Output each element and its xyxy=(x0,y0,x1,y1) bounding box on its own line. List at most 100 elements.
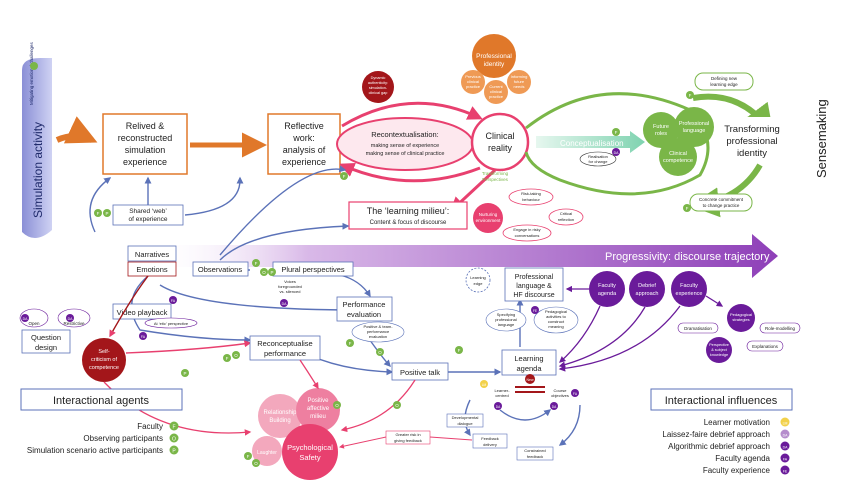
svg-text:Observing participants: Observing participants xyxy=(83,434,163,443)
svg-text:LM: LM xyxy=(482,383,487,387)
svg-text:Reconceptualise: Reconceptualise xyxy=(257,339,312,348)
svg-text:Developmental: Developmental xyxy=(452,415,479,420)
svg-text:Explanations: Explanations xyxy=(752,344,779,349)
svg-text:Observations: Observations xyxy=(198,265,242,274)
svg-text:O: O xyxy=(262,270,266,275)
svg-text:Transforming: Transforming xyxy=(724,124,780,135)
plural-perspectives-box: Plural perspectives xyxy=(272,261,354,277)
svg-text:Narratives: Narratives xyxy=(135,250,169,259)
svg-text:giving feedback: giving feedback xyxy=(394,438,422,443)
svg-text:Emotions: Emotions xyxy=(136,265,168,274)
svg-text:Role-modelling: Role-modelling xyxy=(765,326,796,331)
svg-text:Defining new: Defining new xyxy=(711,76,738,81)
svg-text:Reflective: Reflective xyxy=(284,121,324,131)
svg-text:for change: for change xyxy=(589,159,609,164)
svg-text:language: language xyxy=(498,322,515,327)
svg-text:milieu: milieu xyxy=(310,414,326,420)
svg-text:FA: FA xyxy=(171,299,176,303)
svg-text:Learning: Learning xyxy=(470,275,486,280)
svg-text:competence: competence xyxy=(663,158,693,164)
svg-text:authenticity:: authenticity: xyxy=(368,81,388,85)
svg-text:experience: experience xyxy=(282,157,326,167)
svg-text:Professional: Professional xyxy=(515,274,554,281)
svg-text:Specifying: Specifying xyxy=(497,312,515,317)
svg-text:affective: affective xyxy=(307,406,330,412)
svg-text:experience: experience xyxy=(676,291,703,297)
svg-text:foregrounded: foregrounded xyxy=(278,284,302,289)
svg-text:Pedagogical: Pedagogical xyxy=(545,309,567,314)
svg-text:Debrief: Debrief xyxy=(638,283,656,289)
narratives-box: Narratives xyxy=(127,245,177,262)
svg-text:edge: edge xyxy=(474,281,484,286)
svg-text:identity: identity xyxy=(484,61,505,68)
risk-bubbles: Risk-taking behaviour Critical reflectio… xyxy=(502,188,584,242)
svg-text:P: P xyxy=(105,211,108,216)
svg-text:Perspective: Perspective xyxy=(709,343,729,347)
svg-text:Perspectives: Perspectives xyxy=(482,177,509,182)
svg-text:Realisation: Realisation xyxy=(588,154,608,159)
svg-text:reconstructed: reconstructed xyxy=(118,133,173,143)
svg-text:behaviour: behaviour xyxy=(522,197,540,202)
svg-text:DA: DA xyxy=(614,151,620,155)
svg-text:conversations: conversations xyxy=(515,233,540,238)
progressivity-label: Progressivity: discourse trajectory xyxy=(605,251,770,263)
svg-text:agenda: agenda xyxy=(598,291,617,297)
svg-text:The ‘learning milieu’:: The ‘learning milieu’: xyxy=(367,206,450,216)
svg-text:P: P xyxy=(183,371,186,376)
svg-text:Interactional agents: Interactional agents xyxy=(53,395,150,407)
svg-text:learning edge: learning edge xyxy=(710,82,738,87)
interactional-influences-legend: Interactional influences Learner motivat… xyxy=(650,388,793,475)
svg-text:DA: DA xyxy=(552,405,557,409)
svg-text:identity: identity xyxy=(737,148,767,159)
svg-text:LM: LM xyxy=(783,422,788,426)
svg-text:O: O xyxy=(172,437,176,443)
svg-text:Future: Future xyxy=(653,124,669,130)
svg-text:FE: FE xyxy=(533,309,537,313)
pink-arc-bottom xyxy=(339,162,481,183)
green-circles: Future roles Professional language Clini… xyxy=(643,107,714,176)
conceptualisation-arrow: Conceptualisation xyxy=(536,131,645,153)
svg-text:professional: professional xyxy=(726,136,777,147)
greater-risk: Greater risk in giving feedback xyxy=(385,430,431,445)
red-arrow-emotions xyxy=(109,275,149,338)
svg-text:Feedback: Feedback xyxy=(481,436,499,441)
svg-text:experience: experience xyxy=(123,157,167,167)
svg-text:FA: FA xyxy=(573,392,578,396)
learning-agenda-box: Learning agenda xyxy=(501,349,557,376)
svg-text:DA: DA xyxy=(496,405,501,409)
svg-text:Simulation scenario active par: Simulation scenario active participants xyxy=(27,446,163,455)
svg-text:environment: environment xyxy=(476,218,502,223)
svg-text:F: F xyxy=(615,130,618,135)
svg-text:dialogue: dialogue xyxy=(457,421,473,426)
svg-text:Greater risk in: Greater risk in xyxy=(395,432,420,437)
svg-text:simulation: simulation xyxy=(125,145,166,155)
observations-box: Observations xyxy=(192,261,249,277)
svg-text:clinical gap: clinical gap xyxy=(369,91,388,95)
learning-edge-small: Learning edge xyxy=(465,267,491,293)
positive-talk-box: Positive talk xyxy=(391,362,449,381)
etic-perspective: At ‘etic’ perspective xyxy=(144,317,198,329)
svg-text:Faculty agenda: Faculty agenda xyxy=(715,454,770,463)
svg-text:Informing: Informing xyxy=(511,74,528,79)
faculty-badge xyxy=(30,62,38,70)
performance-evaluation-box: Performance evaluation xyxy=(336,296,393,322)
svg-text:Professional: Professional xyxy=(476,53,512,60)
svg-text:Clinical: Clinical xyxy=(669,151,687,157)
svg-text:Relived &: Relived & xyxy=(126,121,165,131)
open-restrictive: Open Restrictive xyxy=(19,308,91,328)
svg-text:activities to: activities to xyxy=(546,314,567,319)
svg-text:F: F xyxy=(689,93,692,98)
pink-arrow-risk xyxy=(339,436,387,449)
pink-arrow-talk xyxy=(340,379,416,433)
pedagogical-strategies: Pedagogical strategies Dramatisation Rol… xyxy=(677,304,801,363)
svg-text:F: F xyxy=(458,348,461,353)
svg-text:agenda: agenda xyxy=(516,364,542,373)
svg-text:roles: roles xyxy=(655,131,667,137)
svg-text:Positive talk: Positive talk xyxy=(400,368,440,377)
svg-text:Building: Building xyxy=(269,418,290,424)
course-objectives: Course xyxy=(554,388,568,393)
concrete-commitment: Concrete commitment to change practice xyxy=(689,193,753,212)
svg-text:objectives: objectives xyxy=(551,393,569,398)
svg-text:Learning: Learning xyxy=(514,354,543,363)
